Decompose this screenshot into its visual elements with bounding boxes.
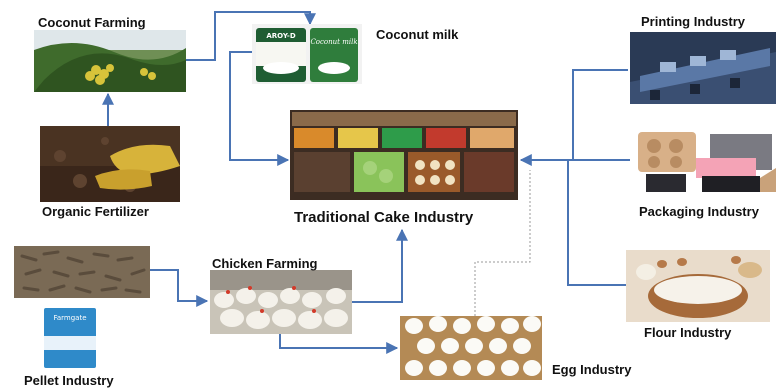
- arrow-coconut-to-milk: [186, 11, 316, 61]
- traditional-cake-label: Traditional Cake Industry: [294, 209, 474, 226]
- arrow-pellet-to-chicken: [150, 269, 209, 307]
- coconut-milk-label: Coconut milk: [376, 27, 459, 42]
- chicken-farming-label: Chicken Farming: [212, 256, 318, 271]
- can2-label: Coconut milk: [310, 38, 357, 46]
- arrow-milk-to-cake: [229, 51, 290, 166]
- coconut-milk-photo: AROY-D Coconut milk: [252, 24, 362, 84]
- can1-brand: AROY-D: [266, 32, 295, 40]
- coconut-farming-photo: [34, 30, 186, 92]
- arrow-industries-to-cake: [519, 69, 628, 166]
- chicken-farming-photo: [210, 270, 352, 334]
- feed-bag-photo: Farmgate: [40, 306, 100, 370]
- pellet-photo: [14, 246, 150, 298]
- arrow-chicken-to-egg: [279, 334, 399, 354]
- flour-industry-label: Flour Industry: [644, 325, 732, 340]
- line-flour: [567, 160, 626, 286]
- dotted-egg-to-cake: [474, 170, 531, 316]
- printing-industry-label: Printing Industry: [641, 14, 745, 29]
- organic-fertilizer-photo: [40, 126, 180, 202]
- feed-bag-brand: Farmgate: [53, 314, 86, 322]
- flour-industry-photo: [626, 250, 770, 322]
- packaging-industry-photo: [632, 128, 778, 200]
- arrow-chicken-to-cake: [352, 228, 408, 303]
- packaging-industry-label: Packaging Industry: [639, 204, 759, 219]
- traditional-cake-photo: [290, 110, 518, 200]
- egg-industry-label: Egg Industry: [552, 362, 632, 377]
- coconut-farming-label: Coconut Farming: [38, 15, 146, 30]
- organic-fertilizer-label: Organic Fertilizer: [42, 204, 149, 219]
- pellet-industry-label: Pellet Industry: [24, 373, 114, 388]
- printing-industry-photo: [630, 32, 776, 104]
- egg-photo: [400, 316, 542, 380]
